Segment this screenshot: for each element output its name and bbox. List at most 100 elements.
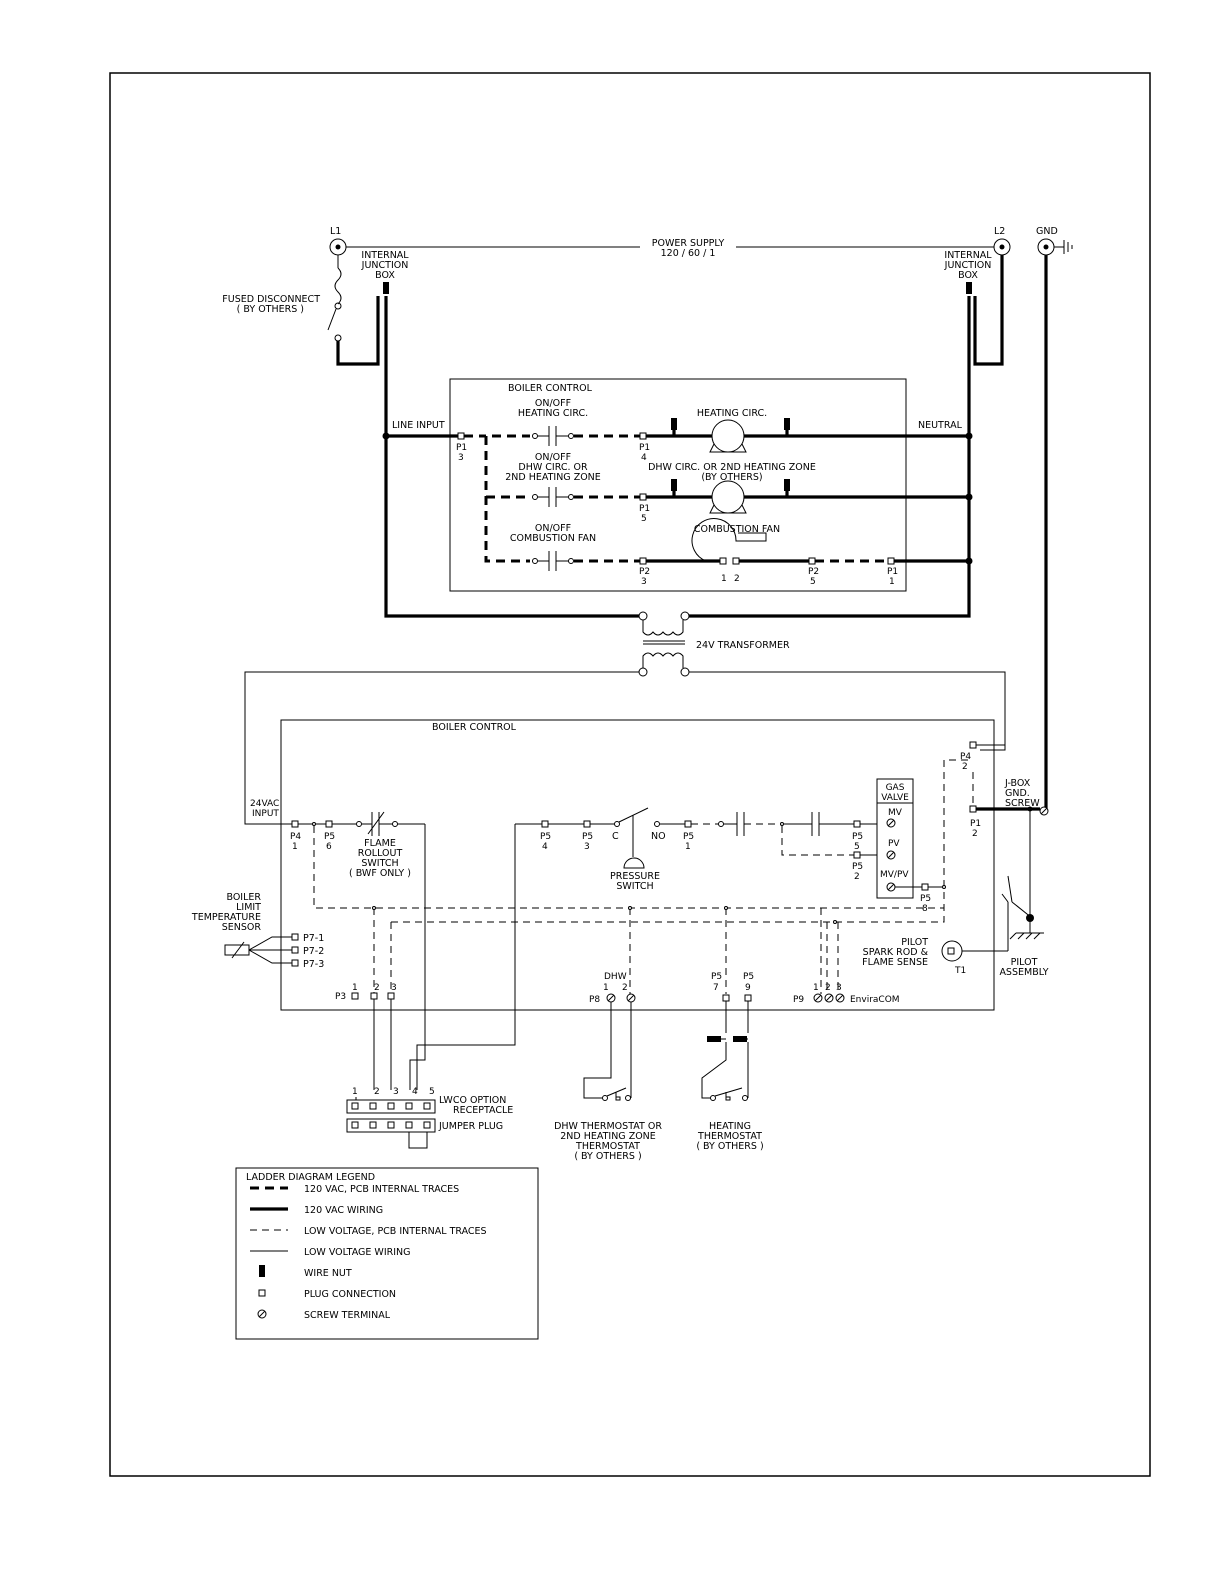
wire-nut-icon [784,479,790,491]
svg-text:( BY OTHERS ): ( BY OTHERS ) [574,1151,641,1162]
svg-text:3: 3 [641,577,647,587]
svg-text:1: 1 [685,842,691,852]
power-supply-section: L1 L2 GND POWER SUPPLY 120 / 60 / 1 FUSE… [222,226,1073,812]
svg-text:INTERNAL: INTERNAL [361,250,409,261]
legend-item: LOW VOLTAGE, PCB INTERNAL TRACES [304,1226,487,1237]
svg-text:P5: P5 [920,894,931,904]
gas-valve [876,778,914,899]
pressure-diaphragm-icon [623,857,645,869]
svg-text:8: 8 [922,904,928,914]
svg-text:JUNCTION: JUNCTION [361,260,409,271]
svg-text:2: 2 [962,762,968,772]
svg-text:COMBUSTION FAN: COMBUSTION FAN [510,533,596,544]
svg-text:( BY OTHERS ): ( BY OTHERS ) [696,1141,763,1152]
wire-nut-icon [671,479,677,491]
svg-text:7: 7 [713,983,719,993]
svg-text:3: 3 [391,983,397,993]
svg-text:ROLLOUT: ROLLOUT [358,848,403,859]
svg-text:P1: P1 [456,443,467,453]
wire-nut-icon [966,282,972,294]
svg-text:3: 3 [458,453,464,463]
svg-text:ON/OFF: ON/OFF [535,523,571,534]
svg-text:P7-3: P7-3 [303,959,324,970]
dhw-thermostat: DHW THERMOSTAT OR 2ND HEATING ZONE THERM… [554,1002,662,1162]
svg-text:GND.: GND. [1005,788,1030,799]
svg-text:MV: MV [888,808,903,818]
svg-text:1: 1 [721,574,727,584]
svg-text:HEATING CIRC.: HEATING CIRC. [518,408,588,419]
svg-text:5: 5 [810,577,816,587]
svg-text:DHW THERMOSTAT OR: DHW THERMOSTAT OR [554,1121,662,1132]
svg-text:P1: P1 [970,819,981,829]
page-frame [109,72,1151,1477]
svg-text:BOX: BOX [375,270,395,281]
svg-text:1: 1 [352,1087,358,1097]
svg-text:24VAC: 24VAC [250,799,279,809]
svg-text:TEMPERATURE: TEMPERATURE [191,912,261,923]
legend-title: LADDER DIAGRAM LEGEND [246,1172,375,1183]
svg-text:P3: P3 [335,992,346,1002]
lower-boiler-control: BOILER CONTROL 24VAC INPUT P4 1 P5 6 FLA… [191,719,1049,1090]
combustion-fan-label: COMBUSTION FAN [694,524,780,535]
svg-text:INTERNAL: INTERNAL [944,250,992,261]
svg-text:C: C [612,831,619,842]
dhw-circulator-pump-icon [711,480,745,514]
upper-control-title: BOILER CONTROL [508,383,593,394]
fused-disconnect-by-others: ( BY OTHERS ) [237,304,304,315]
lower-control-box [280,719,995,1011]
svg-text:2: 2 [972,829,978,839]
svg-text:2: 2 [622,983,628,993]
svg-text:P1: P1 [887,567,898,577]
svg-text:ON/OFF: ON/OFF [535,398,571,409]
svg-text:(BY OTHERS): (BY OTHERS) [701,472,762,483]
svg-text:PV: PV [888,839,900,849]
power-supply-label: POWER SUPPLY [652,238,725,249]
svg-text:2: 2 [825,983,831,993]
l1-label: L1 [330,226,341,237]
svg-text:JUNCTION: JUNCTION [944,260,992,271]
wire-nut-icon [671,418,677,430]
svg-text:3: 3 [584,842,590,852]
svg-text:P5: P5 [743,972,754,982]
transformer-label: 24V TRANSFORMER [696,640,790,651]
svg-text:GAS: GAS [886,783,905,793]
svg-text:LWCO OPTION: LWCO OPTION [439,1095,506,1106]
svg-text:2ND HEATING ZONE: 2ND HEATING ZONE [505,472,601,483]
legend-item: 120 VAC WIRING [304,1205,383,1216]
power-spec-label: 120 / 60 / 1 [661,248,716,259]
fused-disconnect-label: FUSED DISCONNECT [222,294,320,305]
heating-thermostat: HEATING THERMOSTAT ( BY OTHERS ) [696,1001,764,1152]
ground-symbol-icon [1054,240,1073,254]
svg-text:3: 3 [393,1087,399,1097]
line-input-label: LINE INPUT [392,420,445,431]
svg-text:INPUT: INPUT [252,809,279,819]
svg-text:P5: P5 [582,832,593,842]
svg-text:2: 2 [374,983,380,993]
svg-text:MV/PV: MV/PV [880,870,909,880]
svg-text:DHW: DHW [604,972,627,982]
svg-text:HEATING: HEATING [709,1121,751,1132]
svg-text:PRESSURE: PRESSURE [610,871,660,882]
svg-text:PILOT: PILOT [901,937,928,948]
svg-text:T1: T1 [954,966,966,976]
svg-text:1: 1 [603,983,609,993]
transformer-24v: 24V TRANSFORMER [244,611,1006,825]
svg-text:SWITCH: SWITCH [361,858,398,869]
svg-text:P2: P2 [639,567,650,577]
svg-text:ASSEMBLY: ASSEMBLY [999,967,1048,978]
svg-text:SPARK ROD &: SPARK ROD & [863,947,929,958]
svg-text:FLAME SENSE: FLAME SENSE [862,957,928,968]
disconnect-switch-icon [327,308,337,331]
svg-text:SCREW: SCREW [1005,798,1040,809]
svg-text:P5: P5 [711,972,722,982]
svg-text:BOX: BOX [958,270,978,281]
svg-text:2ND HEATING ZONE: 2ND HEATING ZONE [560,1131,656,1142]
legend-box [235,1167,539,1340]
svg-text:P4: P4 [290,832,301,842]
svg-text:5: 5 [429,1087,435,1097]
plug-connection-icon [258,1289,266,1297]
svg-text:4: 4 [412,1087,418,1097]
svg-text:BOILER: BOILER [226,892,261,903]
svg-text:J-BOX: J-BOX [1004,778,1031,789]
